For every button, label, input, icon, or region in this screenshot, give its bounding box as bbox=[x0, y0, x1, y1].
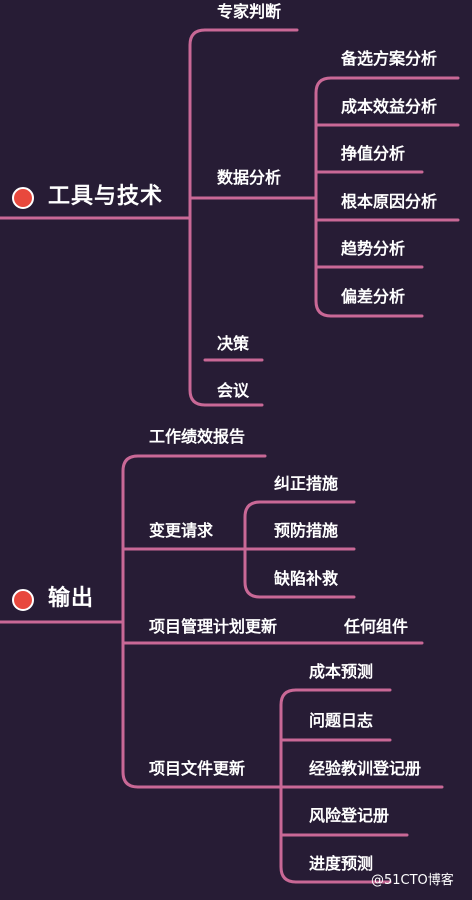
node-data-analysis[interactable]: 数据分析 bbox=[217, 168, 282, 187]
bracket-tools bbox=[188, 28, 207, 407]
node-cost-benefit-analysis[interactable]: 成本效益分析 bbox=[341, 97, 438, 116]
node-meeting[interactable]: 会议 bbox=[217, 381, 250, 400]
node-schedule-forecast[interactable]: 进度预测 bbox=[309, 854, 374, 873]
node-any-component[interactable]: 任何组件 bbox=[344, 617, 409, 636]
node-work-performance-report[interactable]: 工作绩效报告 bbox=[149, 427, 246, 446]
node-preventive-action[interactable]: 预防措施 bbox=[274, 521, 339, 540]
node-root-cause-analysis[interactable]: 根本原因分析 bbox=[341, 192, 438, 211]
node-defect-repair[interactable]: 缺陷补救 bbox=[274, 569, 339, 588]
node-cost-forecast[interactable]: 成本预测 bbox=[309, 662, 374, 681]
tools-bullet-icon bbox=[12, 187, 34, 209]
outputs-root-title[interactable]: 输出 bbox=[48, 586, 95, 611]
node-risk-register[interactable]: 风险登记册 bbox=[309, 806, 390, 825]
node-alternatives-analysis[interactable]: 备选方案分析 bbox=[341, 49, 438, 68]
watermark: @51CTO博客 bbox=[371, 873, 454, 888]
outputs-bullet-icon bbox=[12, 589, 34, 611]
node-corrective-action[interactable]: 纠正措施 bbox=[274, 474, 339, 493]
tools-root-title[interactable]: 工具与技术 bbox=[48, 184, 164, 209]
node-lessons-learned-register[interactable]: 经验教训登记册 bbox=[309, 759, 422, 778]
node-issue-log[interactable]: 问题日志 bbox=[309, 711, 374, 730]
node-earned-value-analysis[interactable]: 挣值分析 bbox=[341, 144, 406, 163]
node-project-doc-update[interactable]: 项目文件更新 bbox=[149, 759, 246, 778]
bracket-data-analysis bbox=[314, 76, 333, 318]
bracket-outputs bbox=[121, 454, 140, 789]
node-pm-plan-update[interactable]: 项目管理计划更新 bbox=[149, 617, 278, 636]
node-variance-analysis[interactable]: 偏差分析 bbox=[341, 287, 406, 306]
node-decision[interactable]: 决策 bbox=[217, 334, 250, 353]
node-expert-judgment[interactable]: 专家判断 bbox=[217, 2, 282, 21]
node-trend-analysis[interactable]: 趋势分析 bbox=[341, 239, 406, 258]
node-change-request[interactable]: 变更请求 bbox=[149, 521, 214, 540]
